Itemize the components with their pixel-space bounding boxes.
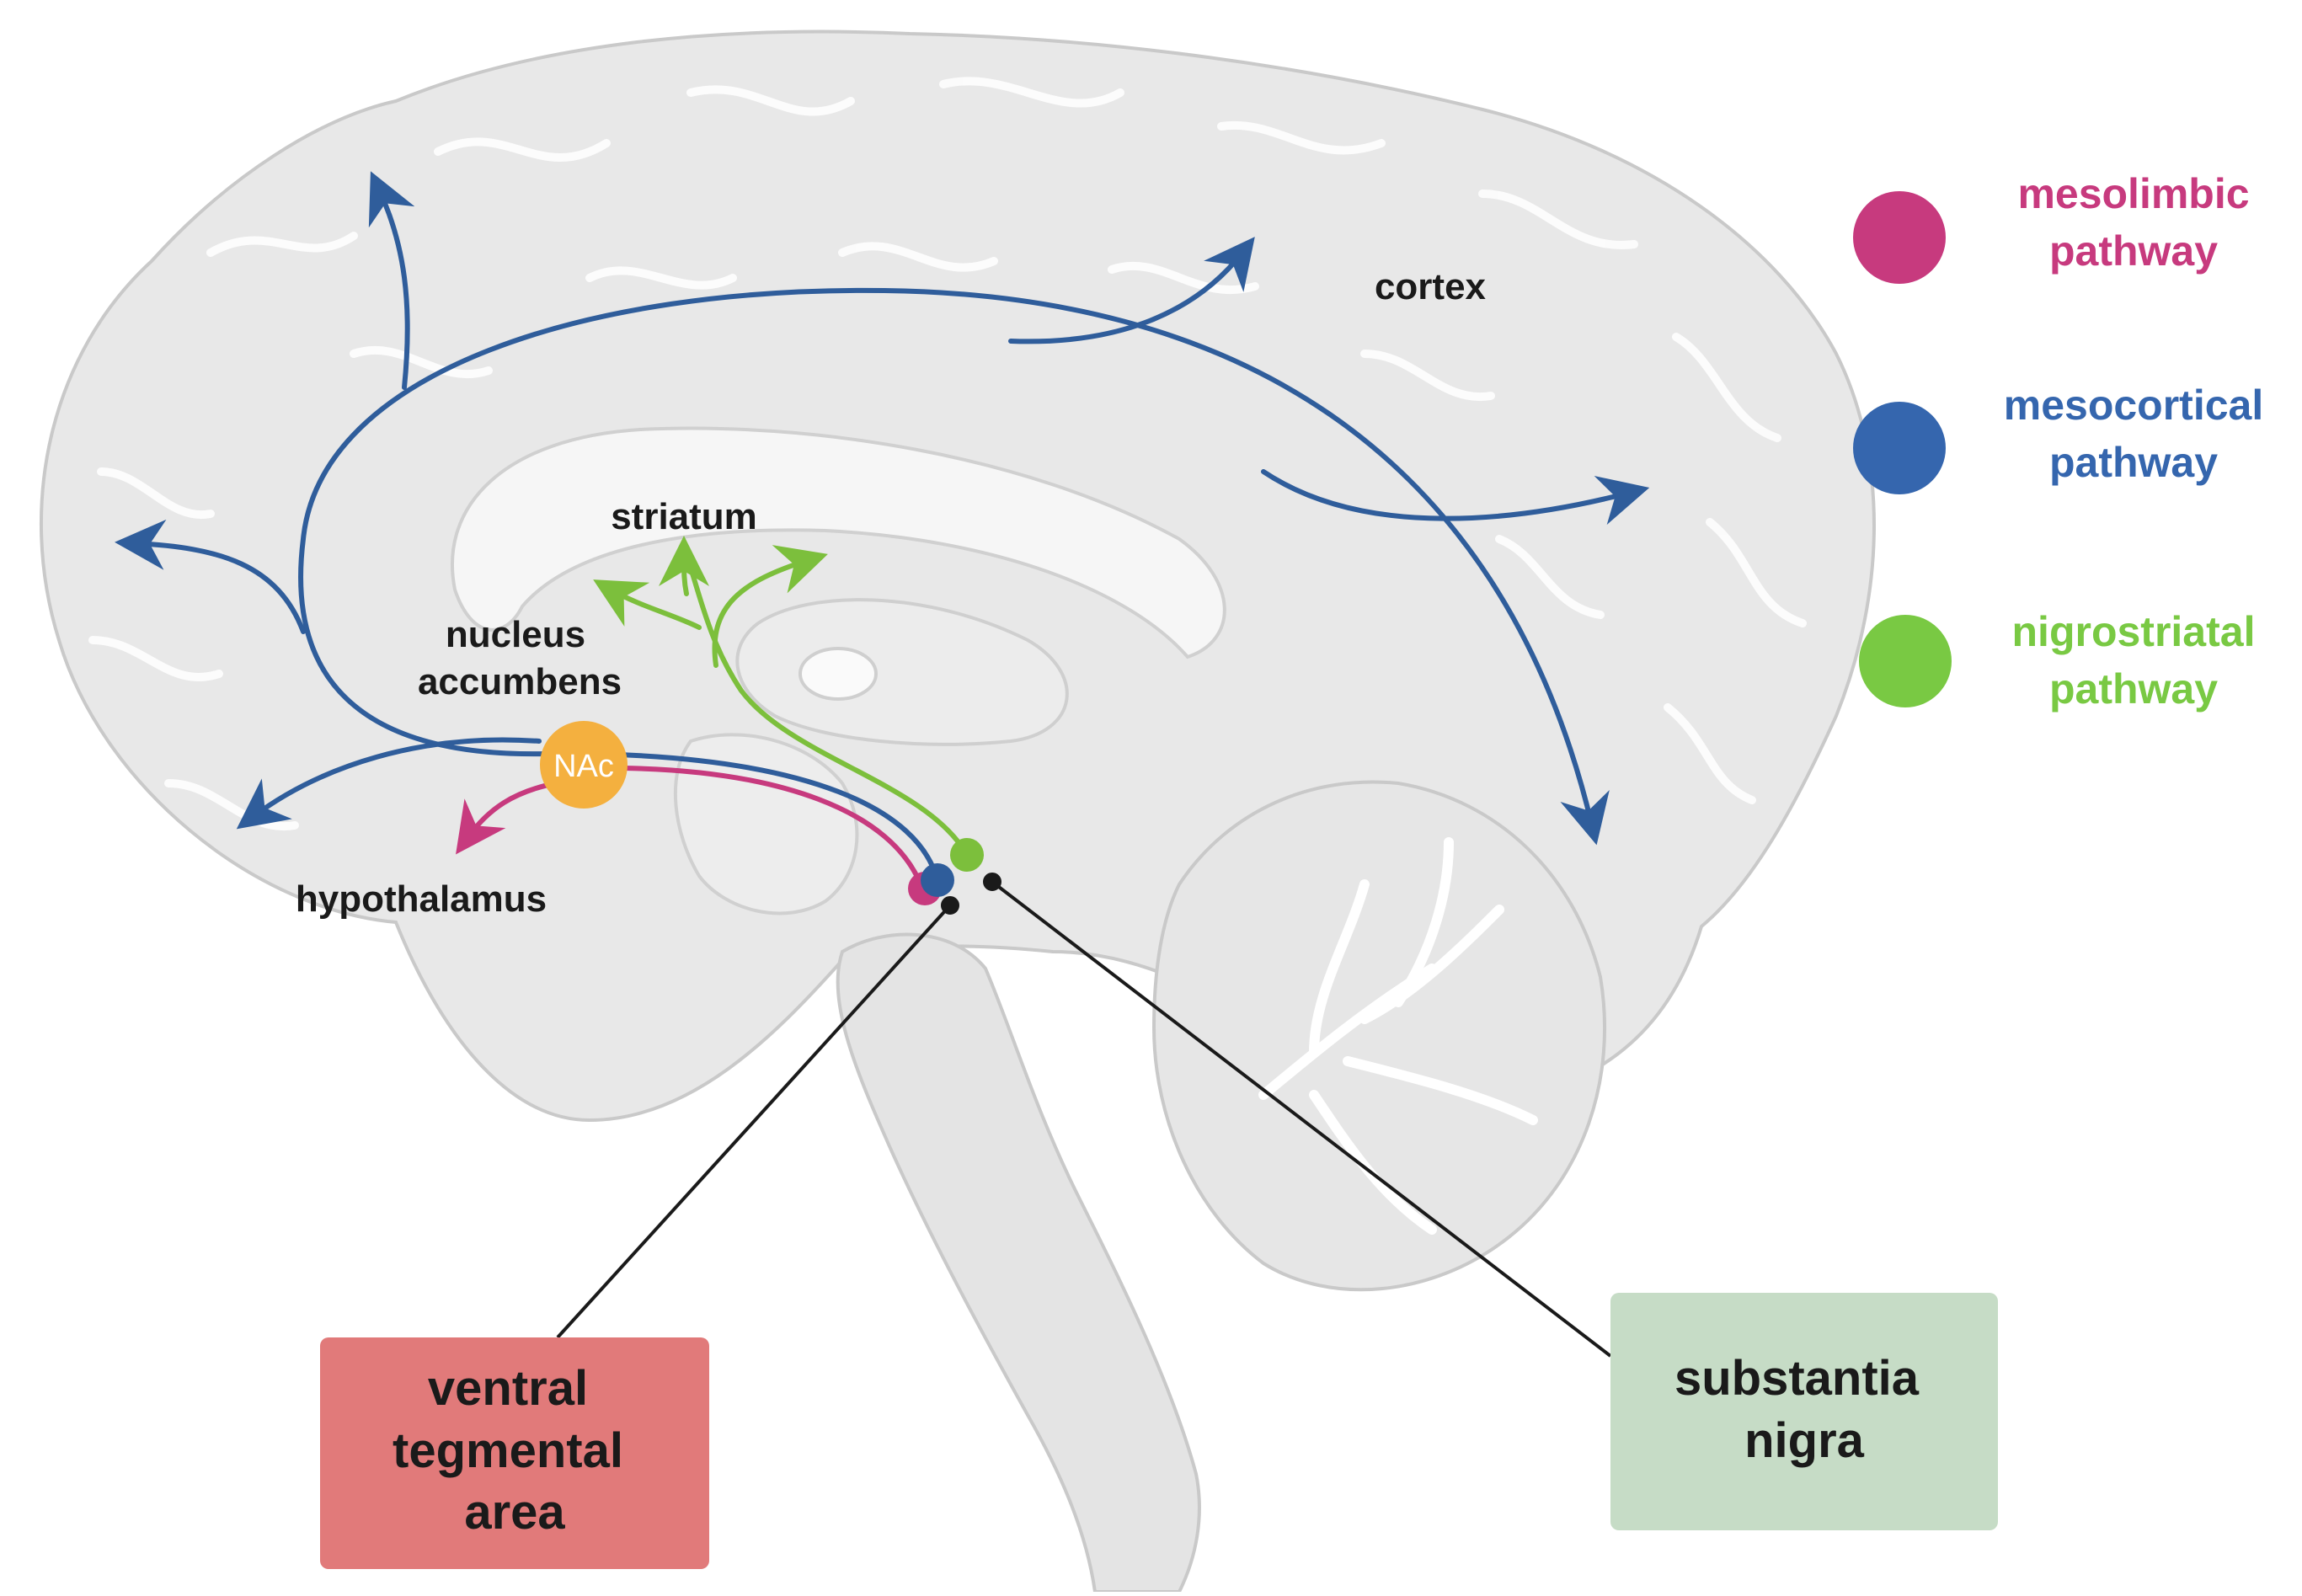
legend-swatch-nigrostriatal [1859,615,1952,707]
mesocortical-branch-top [1008,237,1255,344]
interthalamic-adhesion [798,647,878,701]
callout-leader-lines [556,873,1612,1358]
mesolimbic-trunk [621,766,925,891]
legend-swatch-mesolimbic [1853,191,1946,284]
vta-callout-box [320,1337,709,1569]
sn-callout-line1: substantia [1674,1351,1920,1406]
sn-leader-dot [983,873,1001,891]
hypothalamus-label: hypothalamus [296,878,547,920]
nucleus-accumbens-label-line1: nucleus [446,614,585,655]
legend: mesolimbic pathway mesocortical pathway … [1853,170,2263,713]
gyri-lines [88,77,1807,831]
nac-node: NAc [540,721,628,809]
nigrostriatal-branch-left [593,579,702,630]
sn-callout-line2: nigra [1744,1413,1865,1468]
legend-label-mesocortical-line2: pathway [2049,439,2218,486]
thalamus [735,598,1069,746]
vta-leader-line [556,904,952,1339]
sn-callout: substantia nigra [1610,1293,1998,1530]
corpus-callosum [450,426,1226,659]
cortex-label: cortex [1375,266,1487,307]
legend-label-mesolimbic-line2: pathway [2049,227,2218,275]
cerebellum [1151,780,1606,1292]
nac-label: NAc [553,749,614,784]
nigrostriatal-trunk [684,553,969,857]
legend-label-nigrostriatal-line2: pathway [2049,665,2218,713]
brain-anatomy [40,29,1876,1593]
vta-mesocortical-dot [921,863,954,897]
sn-callout-box [1610,1293,1998,1530]
legend-label-mesocortical-line1: mesocortical [2004,382,2263,429]
mesocortical-branch-frontal-mid [115,519,306,634]
nigrostriatal-pathway-arrows [593,536,969,857]
mesolimbic-pathway-arrows [456,766,925,891]
legend-item-nigrostriatal: nigrostriatal pathway [1859,608,2255,713]
sn-nigrostriatal-dot [950,838,984,872]
vta-callout-line3: area [464,1485,565,1540]
striatum-label: striatum [611,496,757,537]
legend-item-mesolimbic: mesolimbic pathway [1853,170,2250,284]
mesocortical-trunk [587,751,940,883]
hypothalamic-region [673,733,859,915]
mesocortical-branch-frontal-low [236,737,542,830]
nigrostriatal-branch-right [712,545,828,668]
mesocortical-arc-main [298,287,1610,846]
mesocortical-branch-posterior [1261,469,1650,526]
vta-callout: ventral tegmental area [320,1337,709,1569]
nucleus-accumbens-label-line2: accumbens [418,661,622,702]
sn-leader-line [991,880,1612,1358]
vta-callout-line2: tegmental [393,1423,623,1478]
mesocortical-branch-frontal-up [368,171,415,390]
legend-item-mesocortical: mesocortical pathway [1853,382,2263,494]
brainstem [836,932,1201,1593]
mesocortical-pathway-arrows [115,171,1650,883]
legend-label-nigrostriatal-line1: nigrostriatal [2012,608,2256,655]
legend-label-mesolimbic-line1: mesolimbic [2017,170,2249,217]
vta-callout-line1: ventral [428,1361,588,1416]
vta-leader-dot [941,896,959,915]
mesolimbic-to-hypothalamus [456,781,558,855]
nigrostriatal-branch-center [659,536,710,596]
legend-swatch-mesocortical [1853,402,1946,494]
